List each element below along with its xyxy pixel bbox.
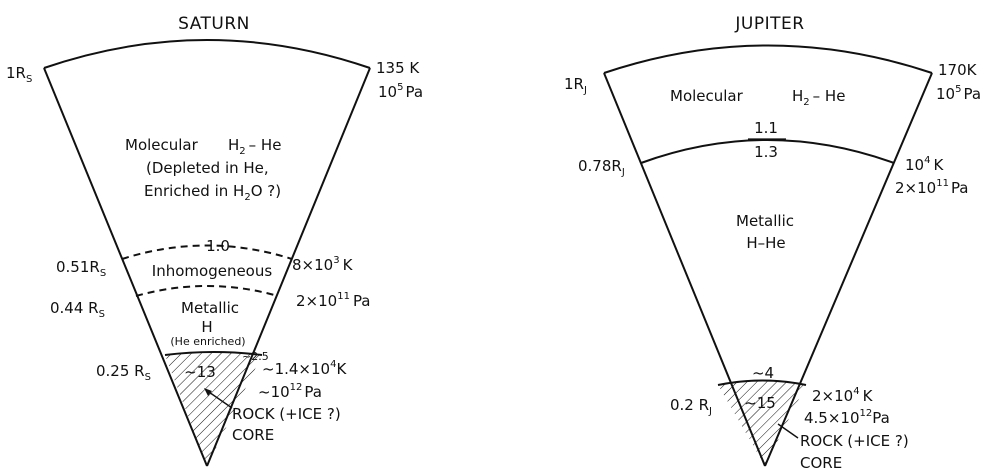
saturn-core-hatch [165,352,262,466]
jupiter-radius-02: 0.2 RJ [670,396,712,417]
saturn-metallic-label: Metallic [181,299,239,317]
saturn-molecular-composition: H2– He [228,136,281,157]
saturn-enriched-note: Enriched in H2O ?) [144,182,281,203]
saturn-inhomogeneous-upper-boundary [121,244,293,260]
jupiter-core-pointer [777,423,799,439]
saturn-molecular-label: Molecular [125,136,199,154]
saturn-value-13: ~13 [184,363,216,381]
saturn-diagram: SATURN 1RS 0.51RS 0.44 RS 0.25 RS 135 K … [6,14,423,467]
jupiter-value-15: ~15 [744,394,776,412]
jupiter-core-boundary [717,379,807,386]
saturn-wedge-left-edge [43,67,208,467]
jupiter-molecular-metallic-boundary [640,139,895,164]
saturn-inhomogeneous-label: Inhomogeneous [152,262,273,280]
jupiter-wedge-left-edge [603,72,766,467]
saturn-core-boundary [164,351,263,356]
saturn-radius-044: 0.44 RS [50,299,105,320]
jupiter-outer-boundary [603,44,933,74]
saturn-metallic-h: H [201,318,212,336]
saturn-radius-025: 0.25 RS [96,362,151,383]
saturn-radius-051: 0.51RS [56,258,106,279]
jupiter-metallic-hhe: H–He [746,234,785,252]
jupiter-value-4: ~4 [752,364,774,382]
saturn-inhomogeneous-lower-boundary [135,285,279,297]
jupiter-value-1-1: 1.1 [754,119,778,137]
saturn-title: SATURN [178,14,250,34]
saturn-depleted-note: (Depleted in He, [146,159,269,177]
jupiter-core-label: CORE [800,454,842,472]
jupiter-value-1-3: 1.3 [754,143,778,161]
saturn-value-2-5: ~2.5 [242,350,269,363]
jupiter-core-hatch [718,380,806,466]
saturn-core-label: CORE [232,426,274,444]
saturn-radius-outer: 1RS [6,64,32,85]
jupiter-wedge-right-edge [764,72,933,467]
saturn-value-1-0: 1.0 [206,237,230,255]
jupiter-metallic-label: Metallic [736,212,794,230]
saturn-core-temperature: ~1.4×104K [262,359,347,378]
saturn-he-enriched-note: (He enriched) [170,335,245,348]
saturn-top-temperature: 135 K [376,59,420,77]
jupiter-core-pressure: 4.5×1012Pa [804,408,890,427]
jupiter-radius-078: 0.78RJ [578,157,625,178]
jupiter-molecular-composition: H2– He [792,87,845,108]
jupiter-radius-outer: 1RJ [564,75,587,96]
saturn-outer-boundary [43,39,371,69]
saturn-wedge-right-edge [206,67,371,467]
jupiter-molecular-label: Molecular [670,87,744,105]
jupiter-title: JUPITER [734,14,804,34]
jupiter-rock-label: ROCK (+ICE ?) [800,432,909,450]
jupiter-top-temperature: 170K [938,61,978,79]
saturn-core-pointer-arrowhead [204,388,212,396]
saturn-rock-label: ROCK (+ICE ?) [232,405,341,423]
